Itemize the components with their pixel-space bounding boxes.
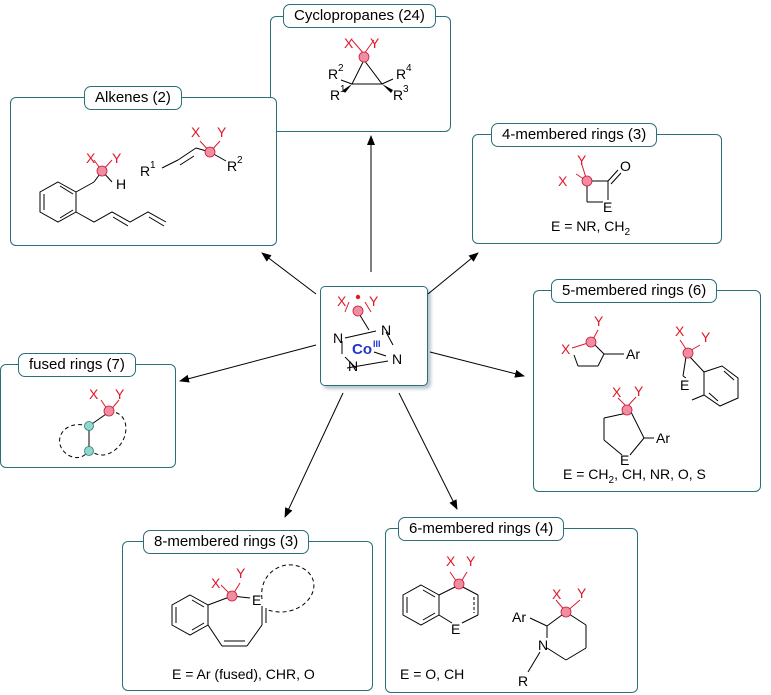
six-ar: Ar: [512, 609, 526, 625]
alkene-r2: R: [227, 158, 237, 174]
arrow-five: [429, 351, 525, 378]
four-membered-structure: Y X O E: [558, 152, 631, 215]
cobalt-label: Co: [352, 341, 372, 358]
five-e-1: E: [680, 377, 689, 393]
cyclopropane-r2-sup: 2: [338, 63, 344, 74]
alkene-x-2: X: [191, 124, 201, 140]
alkene-r2-sup: 2: [237, 155, 243, 166]
five-y-3: Y: [634, 383, 644, 399]
eight-e: E: [252, 592, 261, 608]
n-label-1: N: [333, 330, 343, 346]
alkene-h: H: [116, 176, 126, 192]
panel-title-eight-membered: 8-membered rings (3): [143, 530, 310, 554]
oxidation-state-label: III: [373, 339, 381, 349]
panel-title-alkenes: Alkenes (2): [84, 86, 182, 110]
cyclopropane-r4-sup: 4: [406, 63, 412, 74]
cyclopropane-r3-sup: 3: [403, 84, 409, 95]
five-x-3: X: [612, 384, 622, 400]
eight-x: X: [211, 575, 221, 591]
panel-title-cyclopropanes: Cyclopropanes (24): [283, 4, 436, 28]
n-label-3: N: [348, 358, 358, 374]
arrow-eight: [284, 392, 344, 518]
five-ar-2: Ar: [656, 430, 670, 446]
cyclopropane-r1: R: [330, 87, 340, 103]
four-e: E: [603, 199, 612, 215]
cyclopropane-structure: X Y R 2 R 1 R 4 R 3: [328, 35, 412, 103]
four-caption: E = NR, CH2: [551, 218, 631, 238]
panel-title-fused-rings: fused rings (7): [18, 353, 136, 377]
six-y-2: Y: [577, 585, 587, 601]
six-y-1: Y: [466, 553, 476, 569]
five-y-2: Y: [701, 329, 711, 345]
cyclopropane-r1-sup: 1: [340, 84, 346, 95]
four-x: X: [558, 173, 568, 189]
alkene-x-1: X: [86, 150, 96, 166]
alkene-y-2: Y: [217, 124, 227, 140]
panel-five-membered: [533, 290, 761, 492]
five-x-ring: X: [561, 341, 571, 357]
alkene-r1: R: [140, 163, 150, 179]
panel-fused-rings: [0, 364, 176, 468]
panel-title-four-membered: 4-membered rings (3): [491, 123, 658, 147]
center-x-label: X: [337, 293, 347, 309]
four-y: Y: [577, 152, 587, 168]
alkene-y-1: Y: [112, 150, 122, 166]
panel-four-membered: [472, 134, 722, 244]
cyclopropane-x: X: [344, 35, 354, 51]
arrow-alkenes: [261, 252, 317, 295]
cyclopropane-r2: R: [328, 66, 338, 82]
four-oxygen: O: [620, 158, 631, 174]
six-x-2: X: [552, 586, 562, 602]
fused-rings-structure: X Y: [59, 386, 127, 459]
fused-y: Y: [115, 386, 125, 402]
reaction-arrows: [179, 135, 525, 518]
six-caption: E = O, CH: [400, 666, 465, 682]
cobalt-complex-box: [320, 286, 428, 386]
arrow-fused: [179, 344, 317, 383]
n-label-4: N: [392, 351, 402, 367]
five-e-2: E: [620, 452, 629, 468]
panel-title-six-membered: 6-membered rings (4): [398, 517, 565, 541]
alkenes-structures: X Y H X Y R 1 R 2: [39, 124, 243, 227]
center-y-label: Y: [369, 293, 379, 309]
six-r: R: [518, 673, 528, 689]
eight-membered-structure: X Y E: [171, 564, 315, 647]
panel-eight-membered: [122, 541, 373, 691]
n-label-2: N: [381, 322, 391, 338]
cyclopropane-r3: R: [393, 87, 403, 103]
six-n: N: [538, 637, 548, 653]
arrow-six: [398, 392, 458, 510]
five-membered-structures: Y X Ar X Y E X Y Ar E: [561, 313, 739, 468]
arrow-four: [427, 252, 479, 295]
cyclopropane-r4: R: [396, 66, 406, 82]
fused-x: X: [89, 386, 99, 402]
panel-six-membered: [385, 528, 638, 693]
five-ar-1: Ar: [626, 346, 640, 362]
panel-title-five-membered: 5-membered rings (6): [551, 279, 718, 303]
five-caption: E = CH2, CH, NR, O, S: [563, 466, 706, 486]
alkene-r1-sup: 1: [150, 160, 156, 171]
eight-caption: E = Ar (fused), CHR, O: [172, 666, 315, 682]
six-membered-structures: X Y E X Y Ar N R: [402, 553, 587, 689]
cyclopropane-y: Y: [370, 35, 380, 51]
five-y-1: Y: [594, 313, 604, 329]
five-x-2: X: [675, 323, 685, 339]
six-x-1: X: [446, 553, 456, 569]
panel-cyclopropanes: [270, 16, 451, 132]
cobalt-complex: X Y N N N N Co III: [333, 293, 402, 374]
six-e: E: [451, 621, 460, 637]
eight-y: Y: [236, 565, 246, 581]
